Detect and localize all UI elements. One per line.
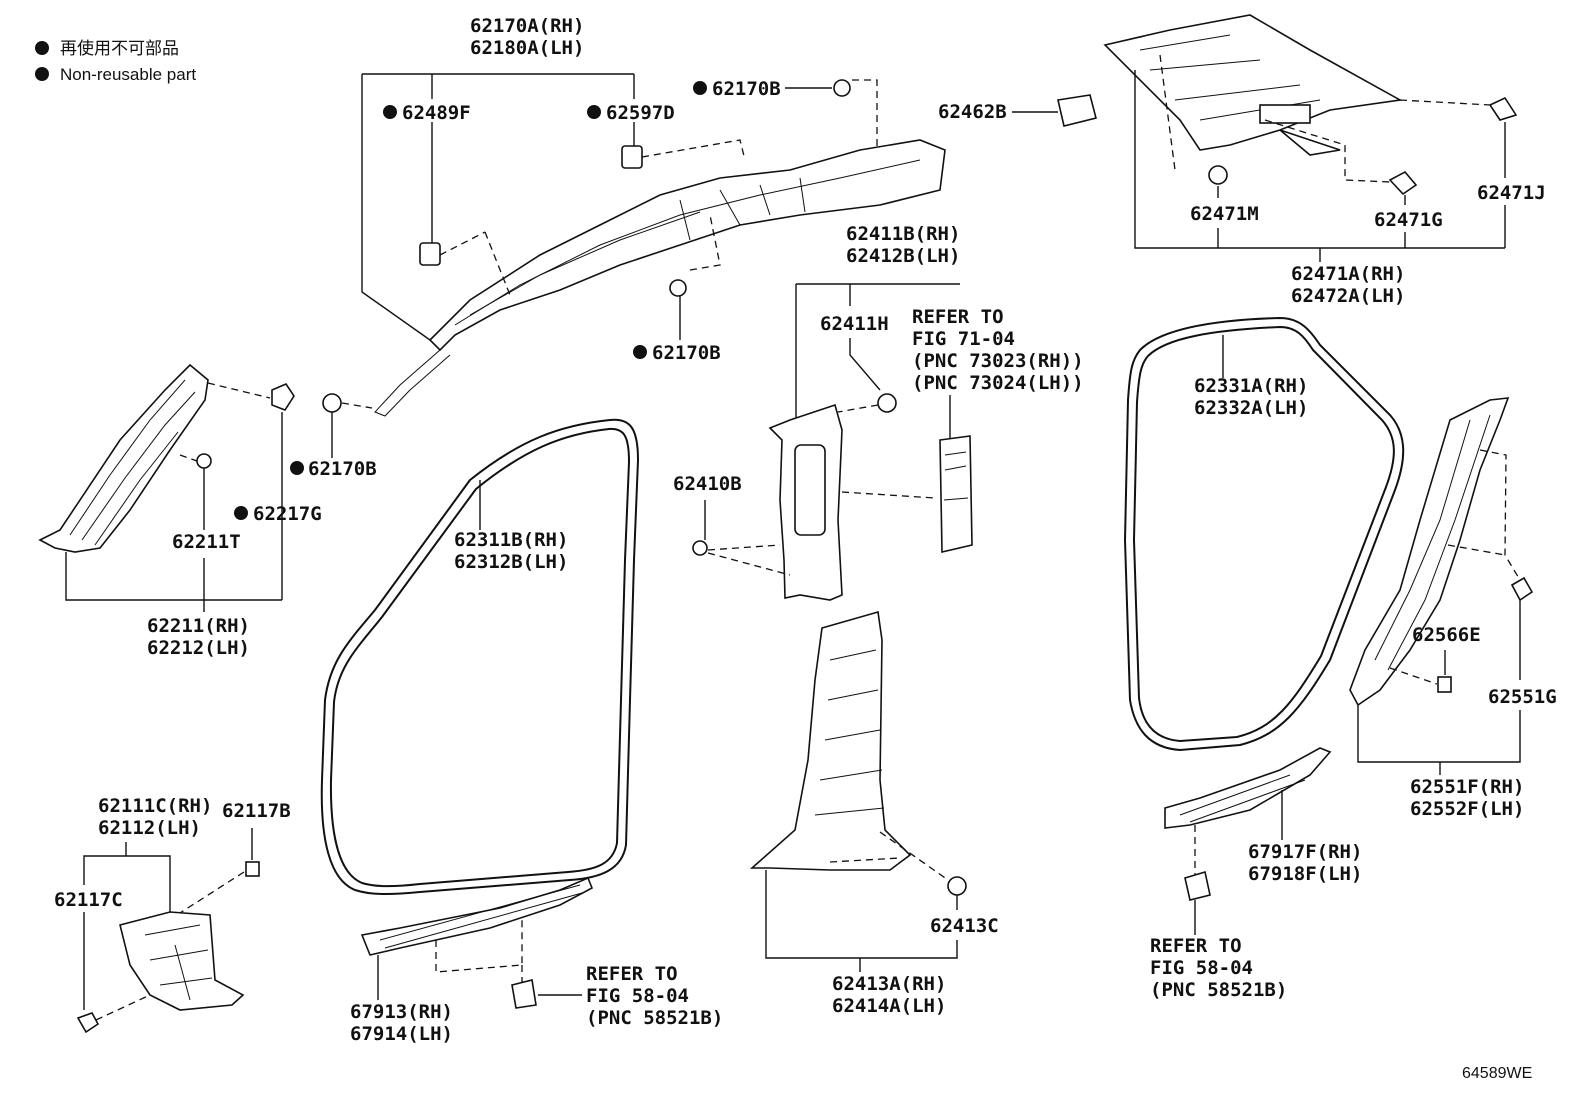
front-pillar-garnish: 62217G 62211T 62211(RH) 62212(LH)	[38, 363, 322, 659]
label-62412B: 62412B(LH)	[846, 245, 960, 267]
cowl-trim-panel	[119, 911, 245, 1011]
rear-quarter-trim: 62471M 62471G 62471J 62471A(RH) 62472A(L…	[1103, 14, 1546, 307]
label-62112: 62112(LH)	[98, 817, 201, 839]
label-62180A: 62180A(LH)	[470, 37, 584, 59]
clip-62170B-mid: 62170B	[633, 279, 721, 364]
label-62211: 62211(RH)	[147, 615, 250, 637]
non-reusable-dot-icon	[383, 105, 397, 119]
label-62552F: 62552F(LH)	[1410, 798, 1524, 820]
label-62111C: 62111C(RH)	[98, 795, 212, 817]
label-refer3-a: REFER TO	[1150, 935, 1242, 957]
label-62170B-top: 62170B	[712, 78, 781, 100]
label-refer2-c: (PNC 58521B)	[586, 1007, 723, 1029]
seat-belt-cover	[939, 435, 973, 554]
label-62414A: 62414A(LH)	[832, 995, 946, 1017]
label-62471M: 62471M	[1190, 203, 1259, 225]
rear-scuff	[1164, 747, 1332, 829]
label-refer1-d: (PNC 73024(LH))	[912, 372, 1084, 394]
label-refer3-c: (PNC 58521B)	[1150, 979, 1287, 1001]
label-62170B-left: 62170B	[308, 458, 377, 480]
clip-62170B-left: 62170B	[290, 393, 377, 480]
non-reusable-dot-icon	[290, 461, 304, 475]
center-pillar-upper: 62411B(RH) 62412B(LH) 62411H REFER TO FI…	[673, 223, 1084, 601]
label-refer2-a: REFER TO	[586, 963, 678, 985]
center-pillar-lower-garnish	[749, 610, 912, 871]
curtain-airbag	[428, 139, 946, 352]
quarter-trim-panel	[1103, 14, 1403, 151]
label-62471J: 62471J	[1477, 182, 1546, 204]
label-62489F: 62489F	[402, 102, 471, 124]
non-reusable-dot-icon	[633, 345, 647, 359]
label-62332A: 62332A(LH)	[1194, 397, 1308, 419]
label-refer3-b: FIG 58-04	[1150, 957, 1253, 979]
label-67913: 67913(RH)	[350, 1001, 453, 1023]
label-62472A: 62472A(LH)	[1291, 285, 1405, 307]
rear-scuff-plate: 67917F(RH) 67918F(LH) REFER TO FIG 58-04…	[1150, 747, 1362, 1001]
non-reusable-dot-icon	[587, 105, 601, 119]
non-reusable-dot-icon	[234, 506, 248, 520]
label-62566E: 62566E	[1412, 624, 1481, 646]
non-reusable-dot-icon	[35, 67, 49, 81]
label-62413A: 62413A(RH)	[832, 973, 946, 995]
rear-pillar-lower: 62566E 62551G 62551F(RH) 62552F(LH)	[1349, 397, 1557, 820]
label-62217G: 62217G	[253, 503, 322, 525]
label-62471G: 62471G	[1374, 209, 1443, 231]
label-62597D: 62597D	[606, 102, 675, 124]
weatherstrip-front	[320, 418, 640, 896]
weatherstrip-rear	[1123, 316, 1405, 752]
clip-62462B: 62462B	[938, 94, 1097, 127]
label-67914: 67914(LH)	[350, 1023, 453, 1045]
diagram-code: 64589WE	[1462, 1065, 1532, 1082]
label-62413C: 62413C	[930, 915, 999, 937]
label-62410B: 62410B	[673, 473, 742, 495]
legend-en: Non-reusable part	[60, 65, 196, 84]
non-reusable-dot-icon	[693, 81, 707, 95]
label-62212: 62212(LH)	[147, 637, 250, 659]
label-refer1-b: FIG 71-04	[912, 328, 1015, 350]
center-pillar-lower: 62413C 62413A(RH) 62414A(LH)	[749, 610, 999, 1017]
label-62551G: 62551G	[1488, 686, 1557, 708]
label-62170B-mid: 62170B	[652, 342, 721, 364]
front-door-weatherstrip: 62311B(RH) 62312B(LH)	[320, 418, 640, 896]
clip-62170B-top: 62170B	[693, 78, 878, 150]
label-67917F: 67917F(RH)	[1248, 841, 1362, 863]
label-62411H: 62411H	[820, 313, 889, 335]
label-62117C: 62117C	[54, 889, 123, 911]
label-67918F: 67918F(LH)	[1248, 863, 1362, 885]
rear-door-weatherstrip: 62331A(RH) 62332A(LH)	[1123, 316, 1405, 752]
curtain-airbag-assembly: 62170A(RH) 62180A(LH) 62489F 62597D	[361, 15, 946, 417]
non-reusable-dot-icon	[35, 41, 49, 55]
front-scuff-plate: 67913(RH) 67914(LH) REFER TO FIG 58-04 (…	[350, 876, 723, 1045]
label-62551F: 62551F(RH)	[1410, 776, 1524, 798]
rear-pillar-garnish	[1349, 397, 1510, 707]
label-62331A: 62331A(RH)	[1194, 375, 1308, 397]
front-pillar	[38, 363, 209, 553]
cowl-side-trim: 62111C(RH) 62112(LH) 62117B 62117C	[54, 795, 291, 1034]
label-62411B: 62411B(RH)	[846, 223, 960, 245]
label-62117B: 62117B	[222, 800, 291, 822]
label-refer2-b: FIG 58-04	[586, 985, 689, 1007]
legend: 再使用不可部品 Non-reusable part	[35, 38, 196, 84]
label-62211T: 62211T	[172, 531, 241, 553]
label-62311B: 62311B(RH)	[454, 529, 568, 551]
front-scuff	[360, 876, 594, 956]
label-refer1-a: REFER TO	[912, 306, 1004, 328]
label-62312B: 62312B(LH)	[454, 551, 568, 573]
legend-jp: 再使用不可部品	[60, 38, 179, 58]
label-62462B: 62462B	[938, 101, 1007, 123]
label-62471A: 62471A(RH)	[1291, 263, 1405, 285]
label-refer1-c: (PNC 73023(RH))	[912, 350, 1084, 372]
label-62170A: 62170A(RH)	[470, 15, 584, 37]
